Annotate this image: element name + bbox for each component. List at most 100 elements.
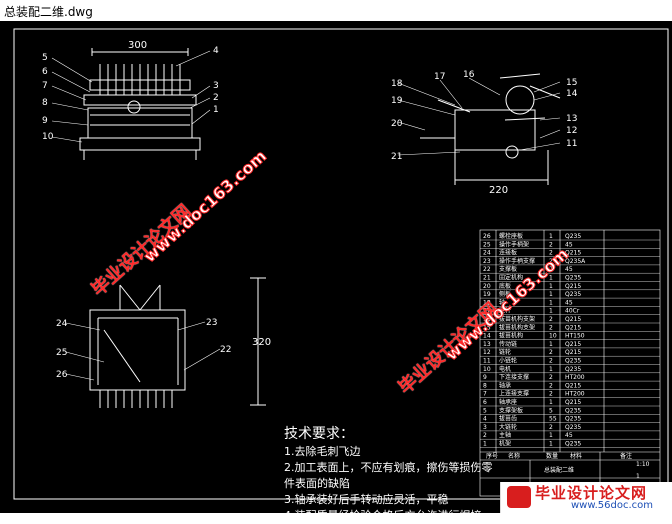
bom-cell-mat: Q215 <box>565 316 581 323</box>
bom-cell-mat: Q215 <box>565 250 581 257</box>
part-label-25: 25 <box>56 348 67 358</box>
bom-cell-qty: 2 <box>549 374 553 381</box>
part-label-23: 23 <box>206 318 217 328</box>
part-label-7: 7 <box>42 81 48 91</box>
bom-cell-mat: 45 <box>565 299 573 306</box>
bom-cell-qty: 1 <box>549 341 553 348</box>
bom-cell-name: 上连接支撑 <box>499 390 529 398</box>
bom-cell-qty: 2 <box>549 391 553 398</box>
bom-cell-name: 螺栓座板 <box>499 232 523 240</box>
side-part-numbers: 18 17 16 15 14 19 20 21 13 12 11 <box>391 70 578 162</box>
window-title: 总装配二维.dwg <box>4 5 93 19</box>
bom-cell-mat: Q215 <box>565 349 581 356</box>
bom-cell-qty: 5 <box>549 407 553 414</box>
bom-cell-no: 24 <box>483 250 491 257</box>
title-block: 序号 名称 数量 材料 备注 总装配二维 1:10 1 <box>486 452 650 480</box>
bottom-view-teeth <box>99 390 173 408</box>
bom-cell-no: 8 <box>483 382 487 389</box>
bom-cell-name: 机架 <box>499 440 511 448</box>
bom-cell-no: 18 <box>483 299 491 306</box>
bom-cell-no: 19 <box>483 291 491 298</box>
footer-brand: 毕业设计论文网 <box>535 484 648 502</box>
bom-cell-mat: Q235 <box>565 233 581 240</box>
title-block-scale: 1:10 <box>636 461 650 468</box>
part-label-6: 6 <box>42 67 48 77</box>
bom-cell-name: 轴承 <box>499 381 511 389</box>
tech-item-2: 2.加工表面上，不应有划痕，擦伤等损伤零 <box>284 461 493 474</box>
title-block-drawing-name: 总装配二维 <box>544 466 574 474</box>
bom-cell-name: 侧板 <box>499 290 511 298</box>
bom-cell-no: 4 <box>483 416 487 423</box>
bottom-part-numbers: 24 23 25 22 26 <box>56 318 231 380</box>
bom-cell-qty: 1 <box>549 275 553 282</box>
bom-header-qty: 数量 <box>546 452 558 460</box>
bom-cell-name: 电机 <box>499 365 511 373</box>
title-block-sheet: 1 <box>636 473 640 480</box>
bom-cell-name: 拔苗机构支架 <box>499 323 535 331</box>
part-label-19: 19 <box>391 96 403 106</box>
bom-cell-qty: 1 <box>549 399 553 406</box>
bom-cell-mat: Q215 <box>565 341 581 348</box>
bom-cell-mat: HT150 <box>565 333 585 340</box>
bom-cell-mat: Q215 <box>565 324 581 331</box>
front-part-numbers: 5 6 7 8 9 10 4 3 2 1 <box>42 46 219 142</box>
bom-cell-qty: 1 <box>549 441 553 448</box>
part-label-17: 17 <box>434 72 445 82</box>
part-label-20: 20 <box>391 119 403 129</box>
bom-cell-qty: 2 <box>549 349 553 356</box>
bom-cell-no: 6 <box>483 399 487 406</box>
tech-item-2-cont: 件表面的缺陷 <box>284 477 350 490</box>
bom-cell-mat: HT200 <box>565 374 585 381</box>
bom-header-note: 备注 <box>620 452 632 460</box>
technical-requirements: 技术要求： 1.去除毛刺飞边 2.加工表面上，不应有划痕，擦伤等损伤零 件表面的… <box>284 426 493 524</box>
bom-cell-qty: 1 <box>549 299 553 306</box>
bom-cell-name: 主轴 <box>499 431 511 439</box>
bom-cell-no: 11 <box>483 358 491 365</box>
part-label-21: 21 <box>391 152 402 162</box>
tech-item-1: 1.去除毛刺飞边 <box>284 445 361 458</box>
dim-320: 320 <box>252 337 271 348</box>
bom-cell-no: 15 <box>483 324 491 331</box>
bom-cell-qty: 2 <box>549 266 553 273</box>
bom-header-name: 名称 <box>508 452 520 460</box>
bom-cell-qty: 2 <box>549 316 553 323</box>
bom-cell-qty: 2 <box>549 258 553 265</box>
cad-drawing: 26螺栓座板1Q23525操作手柄架24524连接板2Q21523操作手柄支撑2… <box>13 28 669 500</box>
bom-cell-no: 5 <box>483 407 487 414</box>
bom-cell-mat: 45 <box>565 432 573 439</box>
bom-cell-mat: HT200 <box>565 391 585 398</box>
part-label-3: 3 <box>213 81 219 91</box>
bom-cell-name: 传动链 <box>499 340 517 348</box>
bom-cell-name: 固定机构 <box>499 274 523 282</box>
part-label-15: 15 <box>566 78 577 88</box>
bom-cell-qty: 2 <box>549 358 553 365</box>
bom-cell-mat: Q215 <box>565 382 581 389</box>
bom-cell-qty: 2 <box>549 424 553 431</box>
footer-url: www.56doc.com <box>571 500 654 511</box>
part-label-5: 5 <box>42 53 48 63</box>
bom-cell-name: 支撑架板 <box>499 406 523 414</box>
bom-cell-no: 12 <box>483 349 491 356</box>
part-label-16: 16 <box>463 70 475 80</box>
bom-cell-mat: Q215 <box>565 399 581 406</box>
bom-cell-no: 14 <box>483 333 491 340</box>
bom-cell-mat: 40Cr <box>565 308 580 315</box>
part-label-12: 12 <box>566 126 577 136</box>
bom-cell-name: 拔苗齿 <box>499 415 517 423</box>
bom-cell-no: 22 <box>483 266 491 273</box>
bom-cell-name: 操作手柄架 <box>499 240 529 248</box>
bom-cell-no: 23 <box>483 258 491 265</box>
bom-cell-qty: 1 <box>549 366 553 373</box>
bom-cell-mat: Q215 <box>565 283 581 290</box>
bom-header-no: 序号 <box>486 452 498 460</box>
side-view <box>420 73 561 185</box>
bom-cell-qty: 2 <box>549 250 553 257</box>
bom-cell-mat: Q235A <box>565 258 586 265</box>
bom-cell-name: 链轮 <box>499 348 511 356</box>
bom-cell-qty: 10 <box>549 333 557 340</box>
bom-cell-no: 17 <box>483 308 491 315</box>
bom-cell-mat: Q235 <box>565 275 581 282</box>
bom-cell-name: 大链轮 <box>499 423 517 431</box>
